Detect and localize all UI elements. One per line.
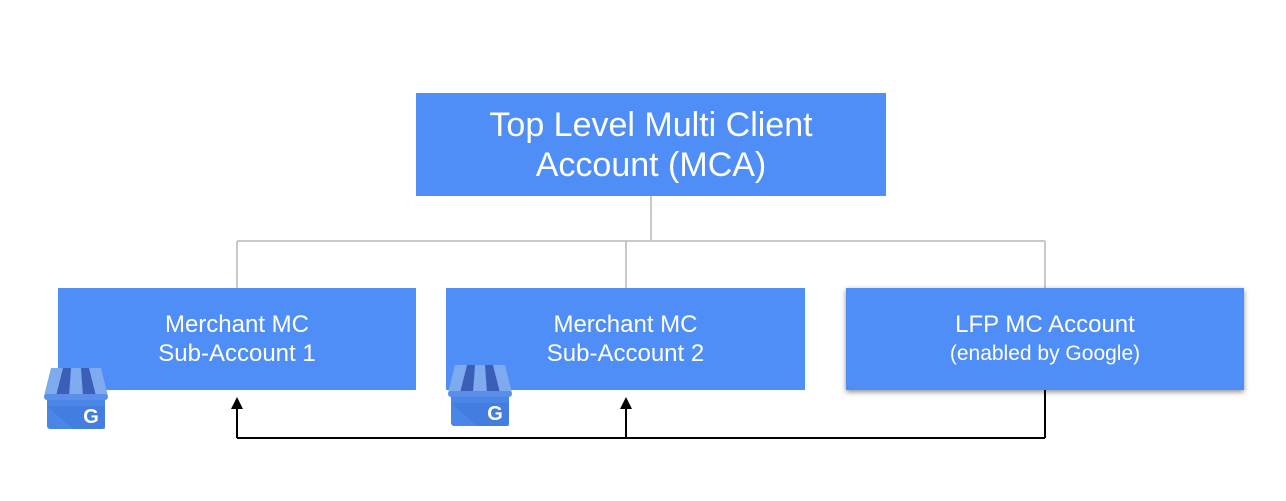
sub-account-1-line-2: Sub-Account 1 bbox=[158, 340, 316, 367]
lfp-account-line-2: (enabled by Google) bbox=[949, 342, 1141, 365]
sub-account-2-line-1: Merchant MC bbox=[553, 311, 698, 338]
icon-letter: G bbox=[487, 403, 503, 425]
lfp-mc-account-box: LFP MC Account (enabled by Google) bbox=[846, 288, 1244, 390]
top-level-mca-line-2: Account (MCA) bbox=[535, 145, 767, 184]
top-level-mca-line-1: Top Level Multi Client bbox=[489, 105, 813, 144]
google-my-business-icon: G bbox=[448, 365, 512, 426]
merchant-sub-account-1-box: Merchant MC Sub-Account 1 bbox=[58, 288, 416, 390]
google-my-business-icon: G bbox=[44, 368, 108, 429]
lfp-feed-arrows bbox=[231, 390, 1046, 439]
top-level-mca-box: Top Level Multi Client Account (MCA) bbox=[416, 93, 886, 196]
sub-account-1-line-1: Merchant MC bbox=[164, 311, 310, 338]
hierarchy-lines bbox=[236, 196, 1046, 288]
lfp-account-line-1: LFP MC Account bbox=[955, 311, 1135, 338]
sub-account-2-line-2: Sub-Account 2 bbox=[546, 340, 705, 367]
icon-letter: G bbox=[83, 406, 99, 428]
